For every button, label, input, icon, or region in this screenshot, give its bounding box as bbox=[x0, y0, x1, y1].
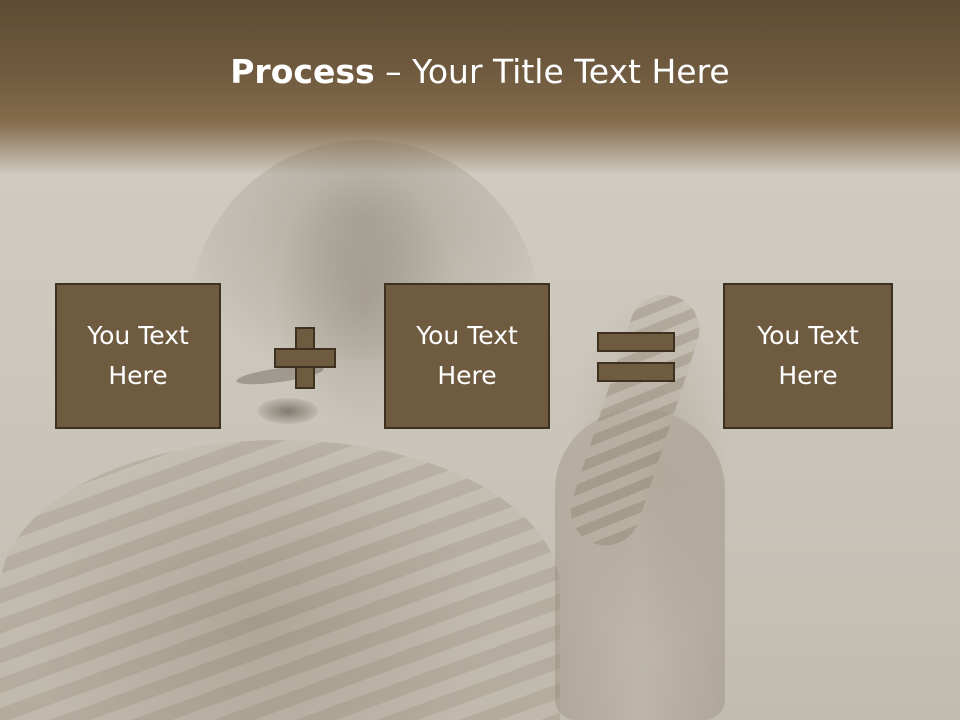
photo-rope-shape bbox=[0, 440, 560, 720]
photo-eye-shape bbox=[258, 398, 318, 424]
process-box-1-text: You Text Here bbox=[87, 321, 189, 390]
slide-title: Process – Your Title Text Here bbox=[0, 52, 960, 91]
title-bold: Process bbox=[230, 52, 375, 91]
process-box-3[interactable]: You Text Here bbox=[723, 283, 893, 429]
process-box-1[interactable]: You Text Here bbox=[55, 283, 221, 429]
plus-icon bbox=[274, 327, 336, 389]
equals-icon bbox=[597, 332, 675, 384]
photo-arm-shape bbox=[555, 410, 725, 720]
title-rest: – Your Title Text Here bbox=[374, 52, 730, 91]
process-box-3-text: You Text Here bbox=[757, 321, 859, 390]
process-box-2-text: You Text Here bbox=[416, 321, 518, 390]
title-banner bbox=[0, 0, 960, 175]
process-box-2[interactable]: You Text Here bbox=[384, 283, 550, 429]
